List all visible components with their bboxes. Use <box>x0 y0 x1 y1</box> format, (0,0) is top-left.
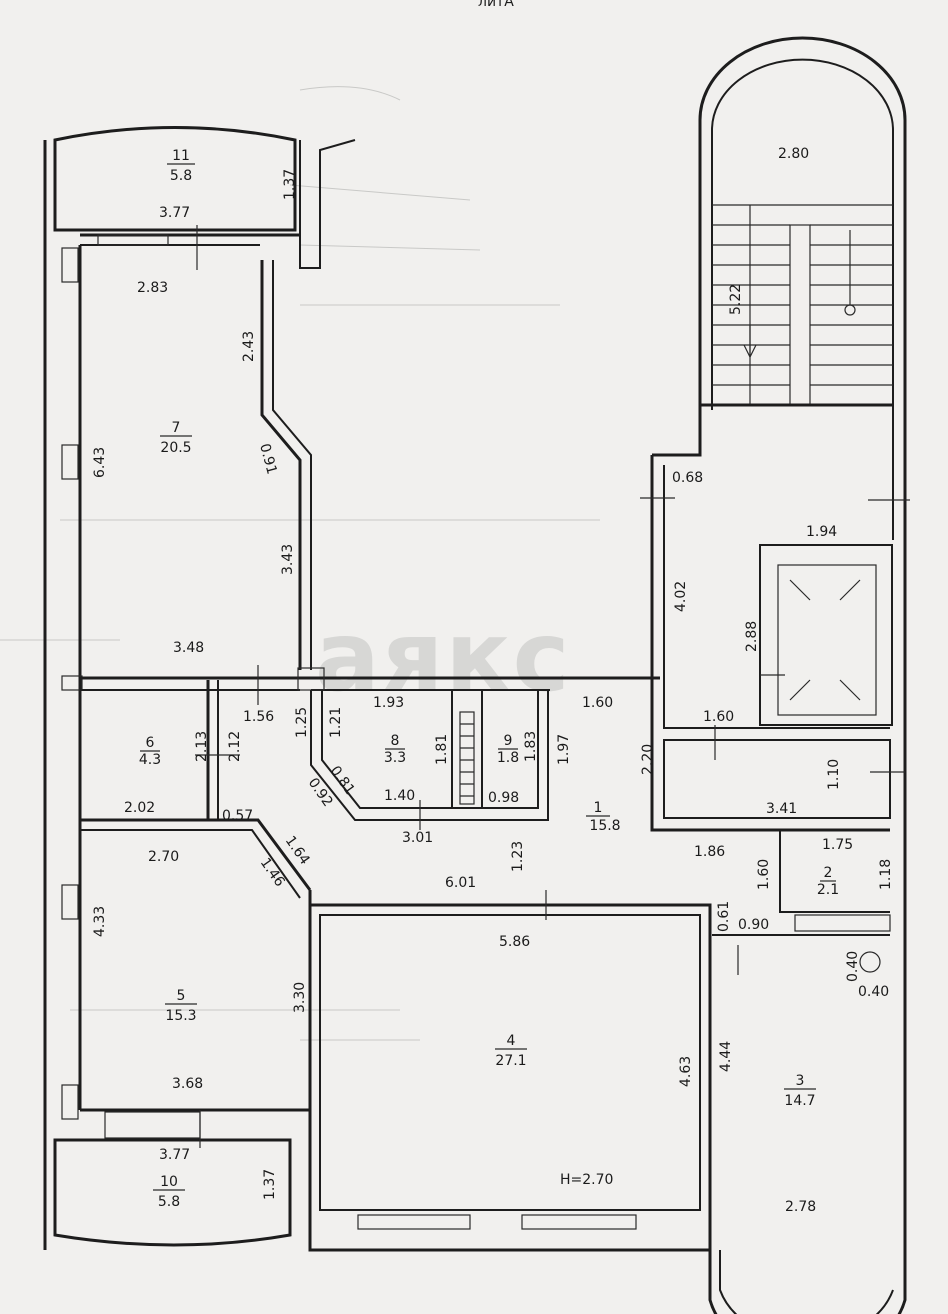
dimension-label: 5.86 <box>499 934 530 950</box>
dimension-label: 0.61 <box>716 901 732 932</box>
svg-text:11: 11 <box>172 148 190 164</box>
dimension-label: 4.33 <box>92 906 108 937</box>
room-label-6: 6 4.3 <box>139 735 161 768</box>
dimension-label: 0.68 <box>672 470 703 486</box>
dimension-label: 1.37 <box>262 1169 278 1200</box>
svg-text:3.3: 3.3 <box>384 750 406 766</box>
dimension-label: 2.20 <box>640 744 656 775</box>
dimension-label: 6.01 <box>445 875 476 891</box>
dimension-label: 1.40 <box>384 788 415 804</box>
dimension-label: 2.80 <box>778 146 809 162</box>
room-label-2: 2 2.1 <box>817 865 839 898</box>
dimension-label: 0.90 <box>738 917 769 933</box>
dimension-ticks <box>195 225 910 1148</box>
svg-text:7: 7 <box>172 420 181 436</box>
dimension-label: 1.46 <box>257 855 288 890</box>
dimension-label: 3.30 <box>292 982 308 1013</box>
dimension-label: 2.02 <box>124 800 155 816</box>
scan-noise <box>0 86 600 1041</box>
dimension-label: 3.77 <box>159 205 190 221</box>
dimension-label: 1.75 <box>822 837 853 853</box>
svg-text:3: 3 <box>796 1073 805 1089</box>
dimension-label: 4.44 <box>718 1041 734 1072</box>
dimension-label: 1.97 <box>556 734 572 765</box>
svg-text:10: 10 <box>160 1174 178 1190</box>
svg-text:15.3: 15.3 <box>165 1008 196 1024</box>
room-labels: 11 5.8 7 20.5 6 4.3 8 3.3 9 1.8 1 15.8 <box>139 148 839 1210</box>
dimension-label: 1.60 <box>756 859 772 890</box>
dimension-label: 2.83 <box>137 280 168 296</box>
dimension-label: 2.12 <box>227 731 243 762</box>
dimension-label: 3.68 <box>172 1076 203 1092</box>
dimension-label: 0.81 <box>327 763 358 798</box>
room-label-4: 4 27.1 <box>495 1033 527 1069</box>
dimension-label: 2.88 <box>744 621 760 652</box>
top-heading-fragment: литА <box>478 0 514 10</box>
dimension-label: 0.57 <box>222 808 253 824</box>
svg-text:4: 4 <box>507 1033 516 1049</box>
dimension-label: 1.18 <box>878 859 894 890</box>
dimension-label: 0.92 <box>305 775 336 810</box>
watermark-text: аякс <box>315 601 571 713</box>
dimension-label: 3.41 <box>766 801 797 817</box>
dimension-label: 4.63 <box>678 1056 694 1087</box>
svg-text:1: 1 <box>594 800 603 816</box>
dimension-label: 0.40 <box>858 984 889 1000</box>
dimension-label: 3.77 <box>159 1147 190 1163</box>
dimension-label: 1.56 <box>243 709 274 725</box>
dimension-label: 1.93 <box>373 695 404 711</box>
svg-text:1.8: 1.8 <box>497 750 519 766</box>
dimension-label: 1.94 <box>806 524 837 540</box>
dimension-label: 1.10 <box>826 759 842 790</box>
dimension-label: 1.86 <box>694 844 725 860</box>
svg-text:6: 6 <box>146 735 155 751</box>
dimension-label: 1.25 <box>294 707 310 738</box>
dimension-label: 0.91 <box>256 442 280 476</box>
svg-text:14.7: 14.7 <box>784 1093 815 1109</box>
dimension-label: 2.70 <box>148 849 179 865</box>
room-label-11: 11 5.8 <box>167 148 195 184</box>
dimension-label: 6.43 <box>92 447 108 478</box>
svg-text:27.1: 27.1 <box>495 1053 526 1069</box>
dimension-label: 1.37 <box>282 169 298 200</box>
svg-text:9: 9 <box>504 733 513 749</box>
dimension-label: 3.01 <box>402 830 433 846</box>
dimension-label: 1.23 <box>510 841 526 872</box>
svg-text:5.8: 5.8 <box>170 168 192 184</box>
svg-text:2: 2 <box>824 865 833 881</box>
dimension-label: 2.13 <box>194 731 210 762</box>
room-label-7: 7 20.5 <box>160 420 192 456</box>
dimension-label: 3.48 <box>173 640 204 656</box>
dimension-label: 1.60 <box>582 695 613 711</box>
svg-text:8: 8 <box>391 733 400 749</box>
dimension-label: 1.21 <box>328 707 344 738</box>
svg-text:20.5: 20.5 <box>160 440 191 456</box>
svg-text:5.8: 5.8 <box>158 1194 180 1210</box>
svg-text:4.3: 4.3 <box>139 752 161 768</box>
dimension-label: 4.02 <box>673 581 689 612</box>
dimension-label: 2.43 <box>241 331 257 362</box>
svg-text:5: 5 <box>177 988 186 1004</box>
dimension-label: 1.81 <box>434 734 450 765</box>
dimension-label: 0.40 <box>845 951 861 982</box>
dimension-label: 1.83 <box>523 731 539 762</box>
dimension-label: 2.78 <box>785 1199 816 1215</box>
room-label-3: 3 14.7 <box>784 1073 816 1109</box>
room-label-1: 1 15.8 <box>586 800 621 834</box>
svg-text:15.8: 15.8 <box>589 818 620 834</box>
room-label-5: 5 15.3 <box>165 988 197 1024</box>
ceiling-height-note: H=2.70 <box>560 1172 613 1188</box>
dimension-label: 5.22 <box>728 284 744 315</box>
room-label-8: 8 3.3 <box>384 733 406 766</box>
room-label-9: 9 1.8 <box>497 733 519 766</box>
dimension-label: 1.60 <box>703 709 734 725</box>
dimension-label: 3.43 <box>280 544 296 575</box>
room-label-10: 10 5.8 <box>153 1174 185 1210</box>
dimension-label: 1.64 <box>282 833 313 868</box>
svg-text:2.1: 2.1 <box>817 882 839 898</box>
dimension-label: 0.98 <box>488 790 519 806</box>
